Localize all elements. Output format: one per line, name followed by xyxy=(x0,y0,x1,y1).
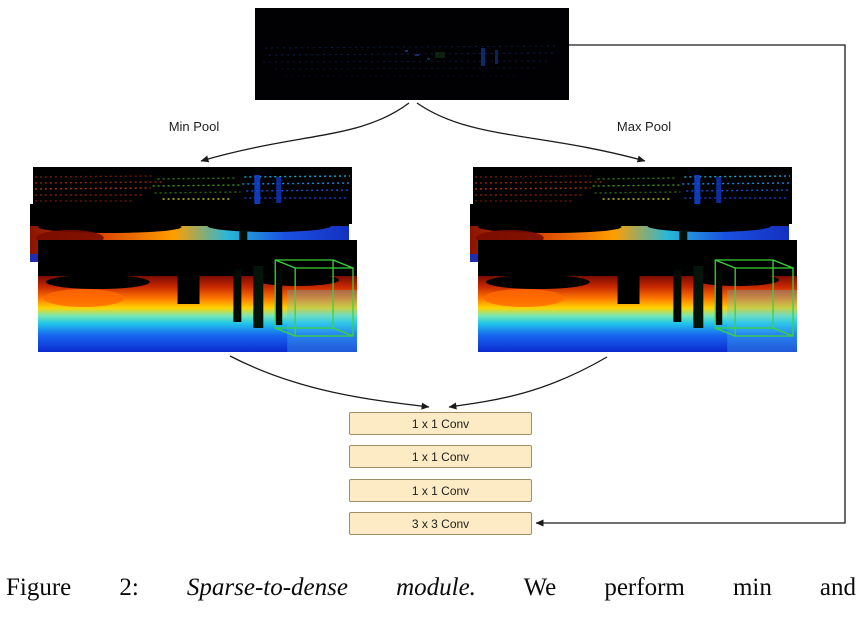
conv-block-label: 1 x 1 Conv xyxy=(411,416,470,431)
arrow-min-to-conv xyxy=(229,355,430,410)
conv-block-3: 1 x 1 Conv xyxy=(349,479,532,502)
conv-block-label: 1 x 1 Conv xyxy=(411,483,470,498)
conv-block-4: 3 x 3 Conv xyxy=(349,512,532,535)
green-roi-box xyxy=(274,259,354,337)
conv-block-1: 1 x 1 Conv xyxy=(349,412,532,435)
caption-text: We perform min and xyxy=(523,574,857,601)
conv-block-label: 1 x 1 Conv xyxy=(411,449,470,464)
min-stack-dense-depth-image xyxy=(38,240,357,352)
arrow-max-to-conv xyxy=(448,356,608,410)
conv-block-2: 1 x 1 Conv xyxy=(349,445,532,468)
max-pool-stack xyxy=(470,167,800,353)
min-pool-stack xyxy=(30,167,360,353)
max-pool-label: Max Pool xyxy=(616,119,672,134)
input-sparse-depth-image xyxy=(255,8,569,100)
caption-italic-title: Sparse-to-dense module. xyxy=(186,574,476,601)
conv-block-label: 3 x 3 Conv xyxy=(411,516,470,531)
figure-caption: Figure 2: Sparse-to-dense module. We per… xyxy=(6,572,856,605)
caption-figure-label: Figure 2: xyxy=(6,574,139,601)
min-pool-label: Min Pool xyxy=(168,119,220,134)
arrow-min-pool xyxy=(200,102,410,163)
max-stack-dense-depth-image xyxy=(478,240,797,352)
